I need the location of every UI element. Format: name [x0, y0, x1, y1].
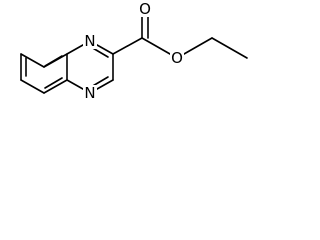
- chemical-structure-diagram: N N O O: [20, 0, 248, 102]
- atom-label-o-carbonyl: O: [139, 0, 151, 18]
- atom-label-n-bottom: N: [84, 84, 95, 102]
- bond-c8a-c8: [20, 53, 45, 68]
- bond-ch2-ch3: [211, 37, 248, 59]
- atom-label-n-top: N: [84, 32, 95, 50]
- double-bond-c4a-c8a: [44, 55, 63, 67]
- benzene-ring: [20, 53, 68, 94]
- bond-c2-carbonyl-c: [112, 37, 143, 55]
- atom-n-top: N: [83, 32, 97, 50]
- atom-label-o-ester: O: [171, 49, 183, 67]
- atom-n-bottom: N: [83, 84, 97, 102]
- bond-c7-c6: [20, 79, 45, 94]
- double-bond-c6-c5: [44, 77, 63, 89]
- atom-o-carbonyl: O: [138, 0, 152, 18]
- atom-o-ester: O: [170, 49, 184, 67]
- bond-c6-c5: [43, 79, 68, 94]
